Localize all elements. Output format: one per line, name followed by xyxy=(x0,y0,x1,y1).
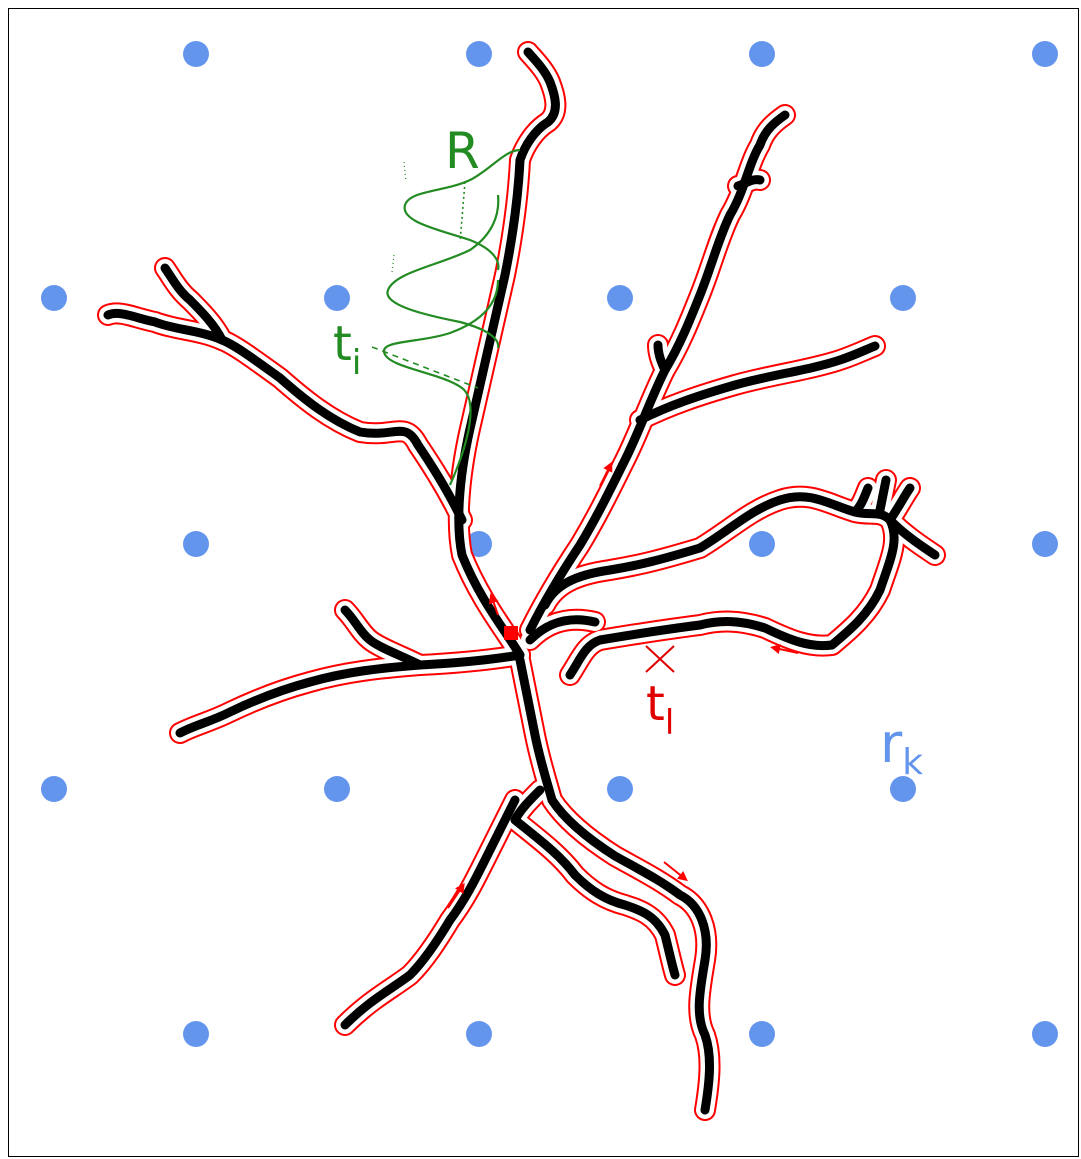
envelope-inner-left-lower-dendrite xyxy=(171,646,529,742)
grid-point-r4-c2 xyxy=(324,776,350,802)
neuron-core-right-loop-tips xyxy=(850,475,915,525)
tl-cross-marker xyxy=(645,645,675,673)
frame-border xyxy=(8,8,1079,1157)
grid-point-r3-c4 xyxy=(1032,531,1058,557)
grid-point-r2-c4 xyxy=(890,285,916,311)
grid-point-r5-c4 xyxy=(1032,1021,1058,1047)
neuron-core-bottom-right-branch xyxy=(510,785,680,980)
label-r-k-letter: r xyxy=(880,712,903,775)
grid-point-r1-c2 xyxy=(466,41,492,67)
neuron-core-right-mid-dendrite xyxy=(635,341,880,425)
envelope-inner-upper-left-branch xyxy=(99,304,471,529)
neuron-core-left-small-branch xyxy=(340,605,425,670)
grid-point-r5-c3 xyxy=(749,1021,775,1047)
gaussian-kernel-2 xyxy=(386,194,500,349)
label-t-l: tl xyxy=(646,676,674,743)
neuron-core-upper-left-fork xyxy=(160,263,227,345)
grid-point-r2-c1 xyxy=(41,285,67,311)
label-r-k: rk xyxy=(880,712,923,783)
arrow-lower-right xyxy=(663,861,688,882)
arrow-up-dendrite xyxy=(599,461,613,487)
grid-point-r1-c3 xyxy=(749,41,775,67)
traversal-arrows xyxy=(447,461,799,909)
neuron-core-bottom-trunk xyxy=(515,655,715,1115)
envelope-inner-bottom-trunk xyxy=(511,651,719,1119)
grid-point-r5-c1 xyxy=(183,1021,209,1047)
neuron-core-left-lower-dendrite xyxy=(175,650,525,738)
arrow-loop-return xyxy=(770,644,799,654)
gaussian-kernel-1 xyxy=(403,148,521,271)
neuron-core-soma-right-stub xyxy=(525,615,600,645)
label-R: R xyxy=(445,122,480,180)
neuron-core-right-mid-stub xyxy=(653,340,670,375)
grid-points xyxy=(41,41,1058,1047)
soma-start-marker xyxy=(504,626,518,640)
label-t-i: ti xyxy=(333,316,361,383)
grid-point-r2-c2 xyxy=(324,285,350,311)
grid-point-r1-c1 xyxy=(183,41,209,67)
neuron-core-right-loop xyxy=(540,492,899,680)
grid-point-r4-c1 xyxy=(41,776,67,802)
label-t-l-letter: t xyxy=(646,676,665,732)
grid-point-r4-c4 xyxy=(890,776,916,802)
neuron-tree xyxy=(97,41,946,1121)
neuron-core-upper-left-branch xyxy=(103,308,467,525)
kernel-curves xyxy=(371,148,521,486)
arrow-lower-left xyxy=(447,882,465,909)
label-t-i-letter: t xyxy=(333,316,352,372)
kernel-radius-dotted xyxy=(459,181,466,243)
neuron-core-trunk-top xyxy=(454,47,560,660)
neuron-core-right-upper-side xyxy=(733,175,765,191)
neuron-core-right-loop-spike xyxy=(885,515,940,560)
neuron-core-right-upper-dendrite xyxy=(525,110,790,635)
grid-point-r3-c3 xyxy=(749,531,775,557)
arrow-soma-up xyxy=(488,593,499,616)
label-t-i-subscript: i xyxy=(352,343,361,383)
grid-point-r4-c3 xyxy=(607,776,633,802)
grid-point-r5-c2 xyxy=(466,1021,492,1047)
envelope-outer-upper-left-branch xyxy=(97,302,473,531)
kernel-dotted-left-2 xyxy=(391,254,395,273)
kernel-dotted-left xyxy=(403,161,407,183)
grid-point-r3-c1 xyxy=(183,531,209,557)
grid-point-r2-c3 xyxy=(607,285,633,311)
grid-point-r1-c4 xyxy=(1032,41,1058,67)
label-t-l-subscript: l xyxy=(665,703,674,743)
kernel-center-dashed xyxy=(371,346,479,389)
label-r-k-subscript: k xyxy=(902,742,923,783)
grid-point-r3-c2 xyxy=(466,531,492,557)
neuron-core-bottom-left-branch xyxy=(340,795,520,1030)
